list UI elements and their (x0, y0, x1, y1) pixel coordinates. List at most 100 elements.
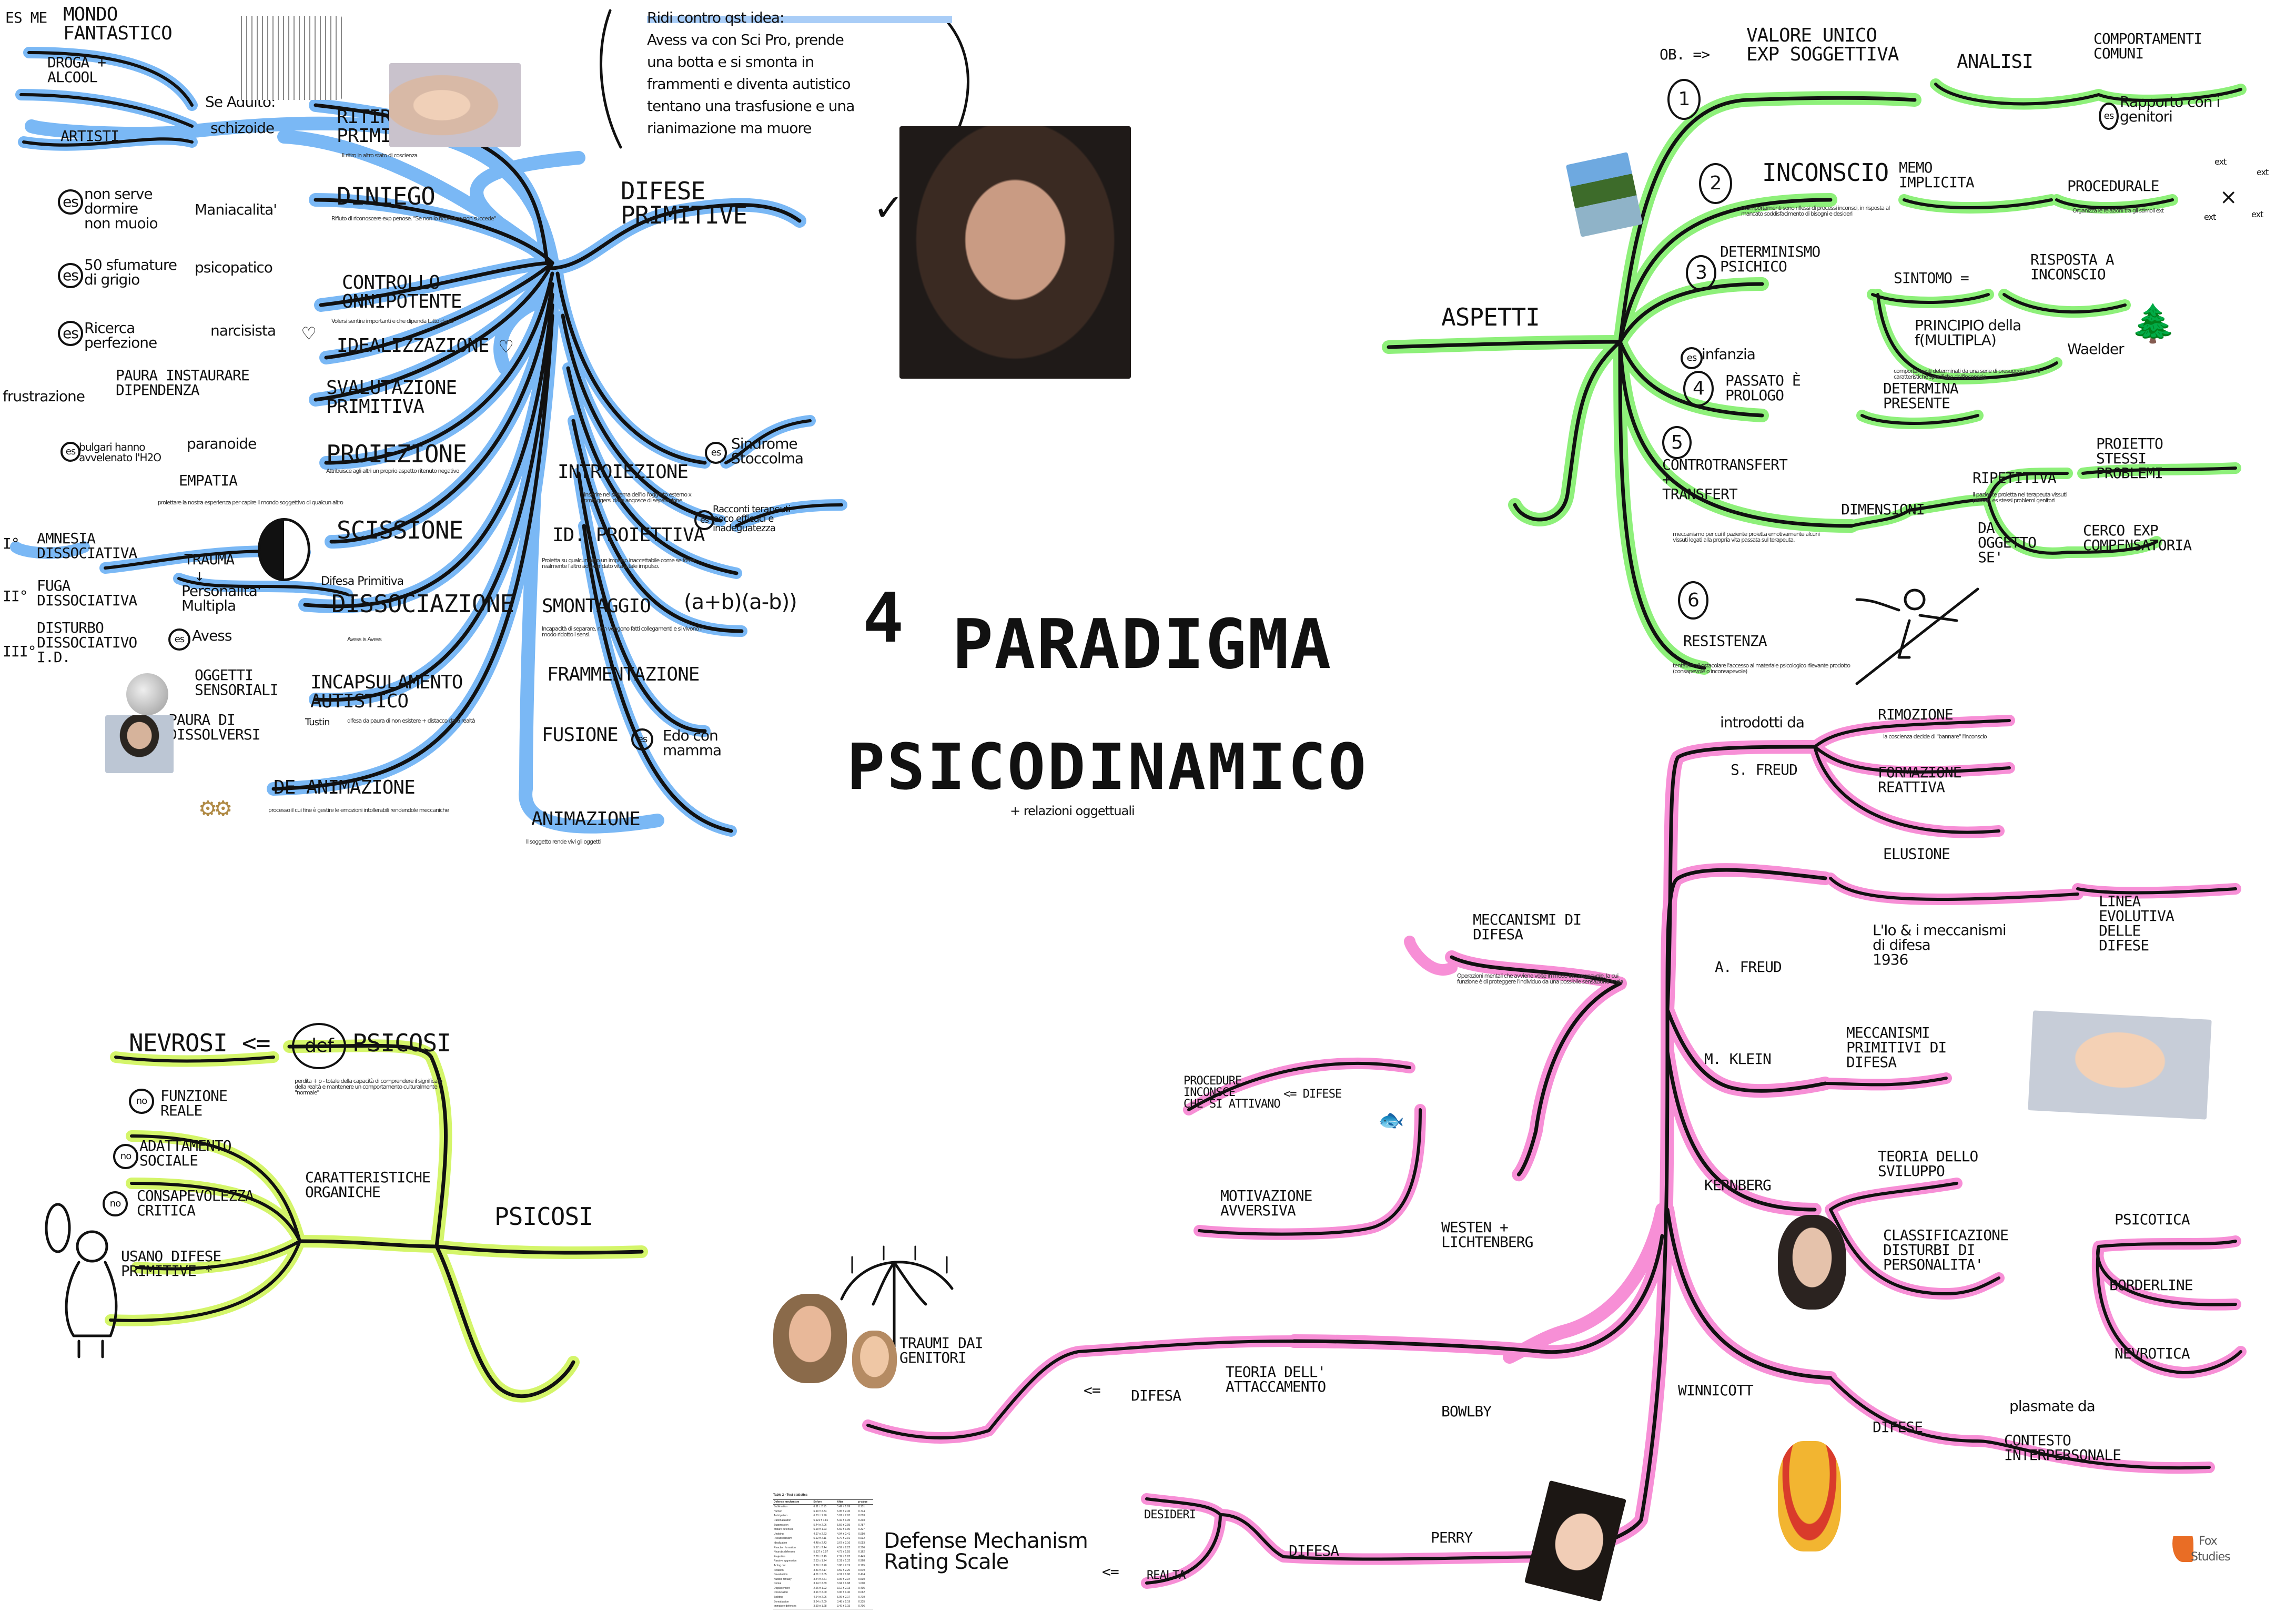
child-ripetitiva[interactable]: RIPETITIVA (1973, 469, 2057, 486)
node-animazione[interactable]: ANIMAZIONE (531, 808, 641, 830)
child-droga-alcool[interactable]: DROGA + ALCOOL (47, 54, 106, 86)
node-svalutazione-primitiva[interactable]: SVALUTAZIONE PRIMITIVA (326, 377, 457, 418)
example-badge: es (694, 510, 714, 530)
node-difese-primitive[interactable]: DIFESE PRIMITIVE (621, 177, 747, 229)
item-usano-difese-primitive[interactable]: USANO DIFESE PRIMITIVE * (121, 1247, 221, 1280)
child-contesto-interpersonale[interactable]: CONTESTO INTERPERSONALE (2004, 1432, 2121, 1464)
node-fusione[interactable]: FUSIONE (542, 724, 619, 746)
author-m-klein[interactable]: M. KLEIN (1704, 1050, 1772, 1068)
node-determinismo[interactable]: DETERMINISMO PSICHICO (1720, 243, 1820, 275)
author-a-freud[interactable]: A. FREUD (1715, 958, 1782, 976)
node-idealizzazione[interactable]: IDEALIZZAZIONE (337, 335, 489, 357)
child-nevrotica[interactable]: NEVROTICA (2115, 1345, 2190, 1362)
child-difesa[interactable]: DIFESA (1131, 1387, 1181, 1404)
node-aspetti[interactable]: ASPETTI (1441, 303, 1540, 331)
child-risposta-inconscio[interactable]: RISPOSTA a INCONSCIO (2030, 251, 2115, 283)
node-smontaggio[interactable]: SMONTAGGIO (542, 595, 651, 617)
child-artisti[interactable]: ARTISTI (60, 127, 119, 145)
example-badge: es (168, 628, 190, 651)
node-transfert[interactable]: CONTROTRANSFERT + TRANSFERT (1662, 456, 1788, 503)
child-difesa[interactable]: DIFESA (1289, 1542, 1339, 1559)
child-disturbo-id[interactable]: DISTURBO DISSOCIATIVO I.D. (37, 619, 137, 666)
child-psicotica[interactable]: PSICOTICA (2115, 1211, 2190, 1228)
item-adattamento-sociale[interactable]: ADATTAMENTO SOCIALE (139, 1137, 231, 1169)
child-realta[interactable]: REALTA' (1147, 1569, 1192, 1582)
child-fuga[interactable]: FUGA DISSOCIATIVA (37, 577, 137, 609)
child-cerco-exp-compensatoria[interactable]: CERCO EXP COMPENSATORIA (2083, 522, 2192, 554)
diagram-label: ext (2214, 157, 2227, 167)
node-nevrosi[interactable]: NEVROSI (129, 1029, 228, 1057)
item-funzione-reale[interactable]: FUNZIONE REALE (160, 1087, 228, 1119)
child-frustrazione[interactable]: frustrazione (3, 388, 85, 405)
node-desc: Operazioni mentali che avviene volte in … (1457, 972, 1624, 985)
table-cell: 3.94 ± 1.98 (837, 1582, 851, 1586)
child-dmrs[interactable]: Defense Mechanism Rating Scale (884, 1529, 1088, 1574)
node-psicosi[interactable]: PSICOSI (494, 1202, 593, 1231)
child-determina-presente[interactable]: DETERMINA PRESENTE (1883, 380, 1959, 412)
node-introiezione[interactable]: INTROIEZIONE (558, 461, 689, 483)
child-principio-f-multipla[interactable]: PRINCIPIO della f(MULTIPLA) (1915, 317, 2021, 349)
node-passato-prologo[interactable]: PASSATO è PROLOGO (1725, 372, 1801, 404)
child-desideri[interactable]: DESIDERI (1144, 1508, 1196, 1521)
prefix-arrow: <= (1084, 1382, 1101, 1399)
child-difese[interactable]: DIFESE (1873, 1418, 1923, 1436)
child-procedurale[interactable]: PROCEDURALE (2067, 177, 2159, 195)
child-classificazione-disturbi[interactable]: CLASSIFICAZIONE DISTURBI di PERSONALITA' (1883, 1226, 2009, 1273)
node-scissione[interactable]: SCISSIONE (337, 516, 463, 544)
item-consapevolezza-critica[interactable]: CONSAPEVOLEZZA CRITICA (137, 1187, 254, 1219)
child-borderline[interactable]: BORDERLINE (2109, 1276, 2193, 1294)
node-frammentazione[interactable]: FRAMMENTAZIONE (547, 664, 700, 685)
author-perry[interactable]: PERRY (1431, 1529, 1473, 1546)
child-meccanismi-primitivi[interactable]: MECCANISMI PRIMITIVI di DIFESA (1846, 1024, 1947, 1071)
child-num: I° (3, 535, 20, 552)
child-paura-dissolversi[interactable]: Paura di DISSOLVERSI (168, 711, 260, 743)
child-proietto-stessi-problemi[interactable]: PROIETTO STESSI PROBLEMI (2096, 435, 2163, 482)
author-westen-lichtenberg[interactable]: WESTEN + LICHTENBERG (1441, 1219, 1533, 1251)
author-winnicott[interactable]: WINNICOTT (1678, 1382, 1754, 1399)
node-de-animazione[interactable]: DE-ANIMAZIONE (274, 777, 416, 798)
child-paura-dipendenza[interactable]: PAURA INSTAURARE DIPENDENZA (116, 367, 250, 399)
node-proiezione[interactable]: PROIEZIONE (326, 440, 467, 468)
child-elusione[interactable]: ELUSIONE (1883, 845, 1950, 863)
child-mondo-fantastico[interactable]: MONDO FANTASTICO (63, 4, 173, 44)
table-cell: 0.968 (858, 1559, 865, 1563)
child-motivazione-avversiva[interactable]: MOTIVAZIONE AVVERSIVA (1220, 1187, 1312, 1219)
example-text: Ricerca perfezione (84, 319, 157, 351)
author-bowlby[interactable]: BOWLBY (1441, 1403, 1492, 1420)
child-teoria-sviluppo[interactable]: TEORIA dello SVILUPPO (1878, 1148, 1978, 1180)
node-inconscio[interactable]: INCONSCIO (1762, 158, 1889, 187)
node-resistenza[interactable]: RESISTENZA (1683, 632, 1767, 650)
node-dissociazione[interactable]: DISSOCIAZIONE (331, 590, 514, 618)
node-incapsulamento-autistico[interactable]: INCAPSULAMENTO AUTISTICO (310, 672, 463, 712)
no-badge: no (113, 1144, 138, 1169)
child-empatia[interactable]: EMPATIA (179, 472, 238, 489)
child-da-oggetto-se[interactable]: da OGGETTO SE' (1978, 519, 2037, 566)
child-teoria-attaccamento[interactable]: TEORIA dell' ATTACCAMENTO (1226, 1363, 1326, 1395)
child-rimozione[interactable]: RIMOZIONE (1878, 706, 1954, 723)
author-s-freud[interactable]: S. FREUD (1731, 761, 1798, 778)
child-formazione-reattiva[interactable]: FORMAZIONE REATTIVA (1878, 764, 1962, 796)
child-traumi-genitori[interactable]: TRAUMI dai GENITORI (899, 1334, 984, 1366)
child-dimensioni[interactable]: DIMENSIONI (1841, 501, 1925, 518)
child-analisi[interactable]: ANALISI (1957, 51, 2034, 73)
number-badge: 3 (1686, 255, 1716, 291)
child-amnesia[interactable]: AMNESIA DISSOCIATIVA (37, 530, 137, 562)
node-diniego[interactable]: DINIEGO (337, 182, 436, 210)
node-meccanismi-difesa[interactable]: MECCANISMI di DIFESA (1473, 911, 1582, 943)
node-valore-unico[interactable]: VALORE UNICO EXP SOGGETTIVA (1746, 25, 1899, 65)
author-kernberg[interactable]: KERNBERG (1704, 1176, 1772, 1194)
child-oggetti-sensoriali[interactable]: OGGETTI SENSORIALI (195, 666, 279, 698)
node-controllo-onnipotente[interactable]: CONTROLLO ONNIPOTENTE (342, 272, 462, 312)
child-io-meccanismi[interactable]: L'Io & i meccanismi di difesa 1936 (1873, 921, 2007, 968)
child-sintomo[interactable]: SINTOMO = (1894, 269, 1969, 287)
node-id-proiettiva[interactable]: ID. PROIETTIVA (552, 524, 705, 546)
table-cell: Suppression (774, 1523, 788, 1527)
child-memo-implicita[interactable]: MEMO IMPLICITA (1899, 159, 1975, 191)
child-procedure-inconsce[interactable]: PROCEDURE INCONSCE che si attivano (1184, 1074, 1281, 1111)
child-comportamenti-comuni[interactable]: COMPORTAMENTI COMUNI (2093, 30, 2202, 62)
child-linea-evolutiva[interactable]: LINEA EVOLUTIVA delle DIFESE (2099, 892, 2174, 954)
node-caratteristiche-organiche[interactable]: CARATTERISTICHE ORGANICHE (305, 1169, 431, 1201)
